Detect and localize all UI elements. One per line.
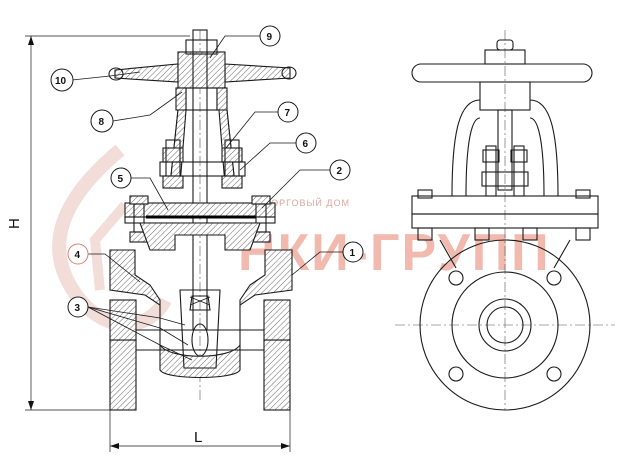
svg-text:8: 8 bbox=[99, 117, 105, 128]
callout-3: 3 bbox=[67, 296, 193, 361]
svg-text:2: 2 bbox=[337, 166, 343, 177]
callout-5: 5 bbox=[110, 167, 169, 211]
dimension-l: L bbox=[109, 410, 291, 452]
callout-1: 1 bbox=[291, 241, 364, 276]
callout-8: 8 bbox=[90, 91, 183, 133]
height-label: H bbox=[6, 218, 23, 229]
dimension-h: H bbox=[6, 35, 190, 411]
svg-text:3: 3 bbox=[75, 303, 81, 314]
callout-10: 10 bbox=[50, 68, 141, 92]
callout-6: 6 bbox=[239, 132, 317, 171]
length-label: L bbox=[194, 429, 202, 446]
callout-4: 4 bbox=[67, 243, 141, 283]
callout-9: 9 bbox=[209, 25, 281, 59]
svg-text:6: 6 bbox=[303, 139, 309, 150]
svg-text:5: 5 bbox=[118, 174, 124, 185]
svg-text:4: 4 bbox=[75, 250, 81, 261]
watermark-subtext: ТОРГОВЫЙ ДОМ bbox=[265, 197, 350, 208]
callout-7: 7 bbox=[225, 101, 299, 149]
svg-text:1: 1 bbox=[350, 248, 356, 259]
watermark-logo bbox=[52, 144, 172, 332]
callout-2: 2 bbox=[261, 159, 351, 209]
end-view bbox=[395, 30, 615, 411]
handwheel bbox=[114, 63, 179, 83]
svg-text:7: 7 bbox=[285, 108, 291, 119]
svg-text:10: 10 bbox=[55, 76, 67, 87]
section-view bbox=[108, 29, 297, 411]
svg-text:9: 9 bbox=[267, 32, 273, 43]
